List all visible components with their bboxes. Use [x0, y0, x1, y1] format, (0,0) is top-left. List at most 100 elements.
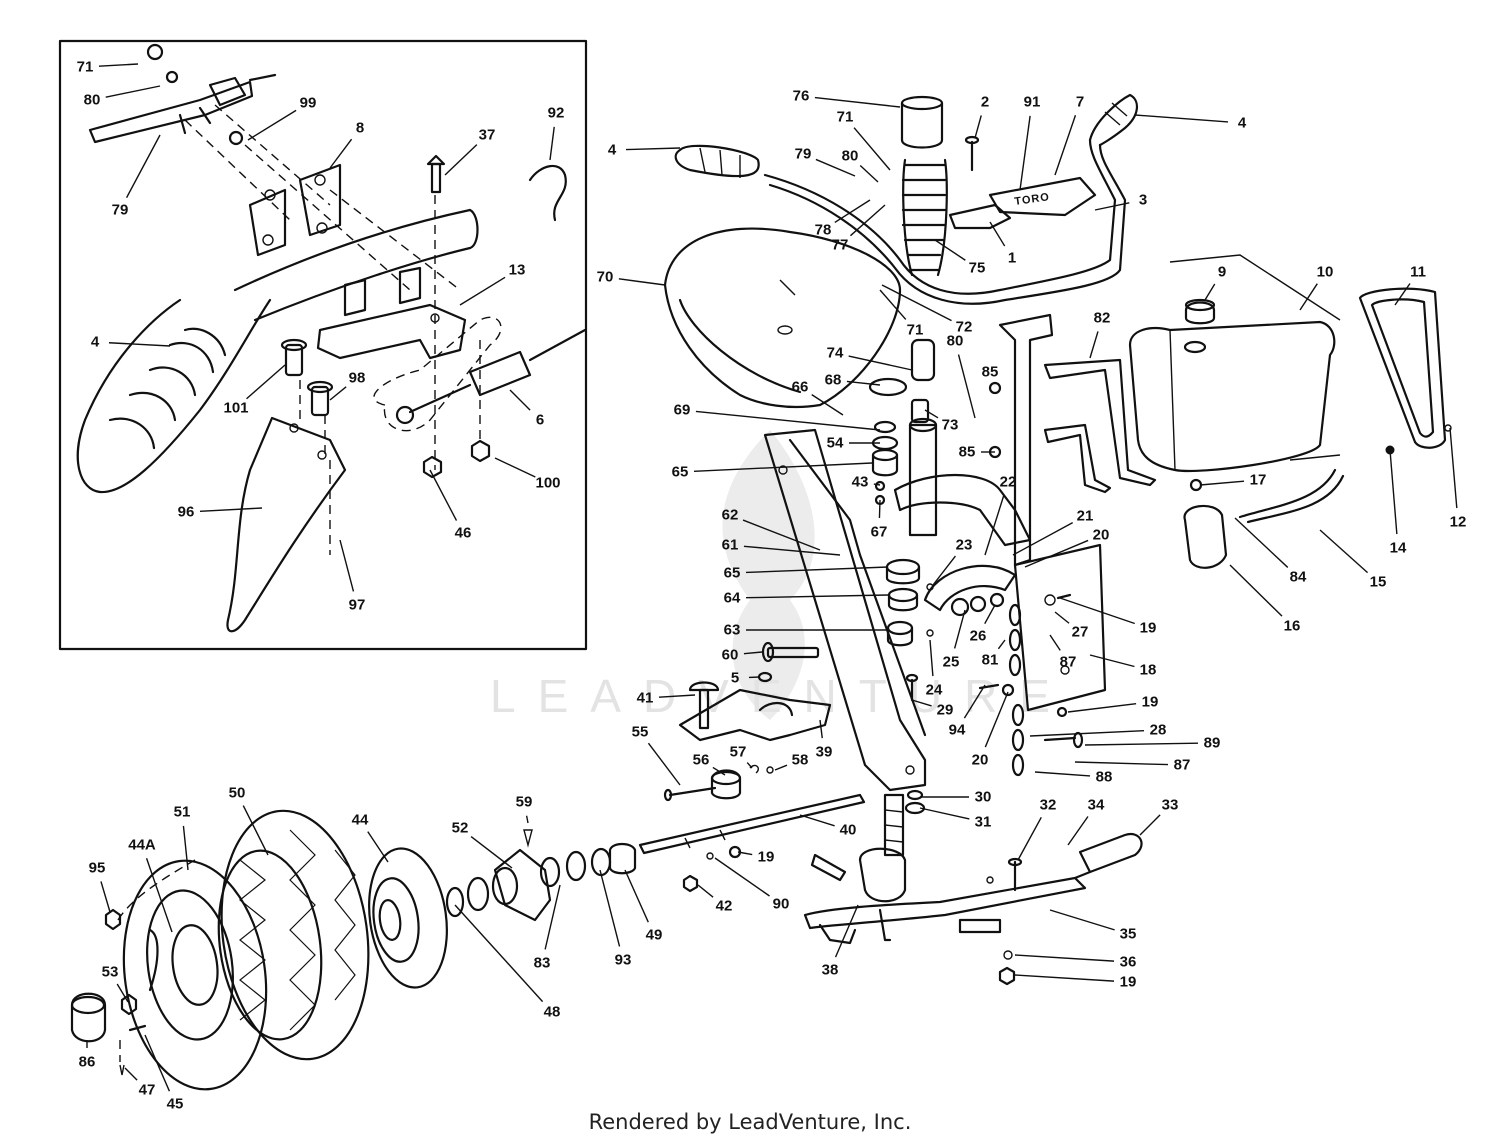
- bushings: [885, 558, 921, 647]
- callout-leader: [849, 204, 886, 237]
- callout-number: 4: [1238, 115, 1247, 132]
- callout-44: 44: [352, 812, 389, 863]
- callout-89: 89: [1084, 735, 1220, 752]
- callout-53: 53: [102, 964, 129, 1003]
- callout-number: 73: [942, 417, 959, 434]
- inset-tine: [226, 416, 347, 633]
- callout-number: 19: [1120, 974, 1137, 991]
- callout-leader: [745, 566, 889, 574]
- callout-leader: [953, 609, 966, 649]
- callout-leader: [924, 409, 939, 419]
- callout-60: 60: [722, 647, 763, 664]
- callout-21: 21: [1012, 508, 1093, 556]
- callout-49: 49: [624, 869, 662, 944]
- callout-30: 30: [920, 789, 991, 806]
- callout-number: 36: [1120, 954, 1137, 971]
- callout-number: 82: [1094, 310, 1111, 327]
- callout-leader: [934, 239, 966, 261]
- callout-leader: [182, 825, 189, 871]
- callout-number: 23: [956, 537, 973, 554]
- callout-number: 7: [1076, 94, 1084, 111]
- callout-19d: 19: [1014, 974, 1137, 991]
- callout-number: 44A: [128, 837, 156, 854]
- callout-number: 83: [534, 955, 551, 972]
- callout-4c: 4: [608, 142, 681, 159]
- callout-58: 58: [774, 752, 808, 771]
- callout-leader: [743, 651, 763, 655]
- callout-leader: [339, 539, 355, 592]
- decal-panels: TORO: [948, 176, 1097, 230]
- callout-number: 79: [112, 202, 129, 219]
- callout-leader: [1299, 283, 1318, 311]
- callout-number: 45: [167, 1096, 184, 1113]
- callout-leader: [1199, 480, 1245, 486]
- callout-100: 100: [494, 457, 561, 492]
- callout-72: 72: [881, 284, 972, 336]
- callout-51: 51: [174, 804, 191, 871]
- callout-80c: 80: [947, 333, 976, 419]
- callout-leader: [989, 221, 1006, 247]
- callout-leader: [624, 869, 649, 923]
- callout-19c: 19: [737, 849, 774, 866]
- callout-83: 83: [534, 884, 561, 972]
- callout-64: 64: [724, 590, 889, 607]
- inset-cable: [373, 316, 587, 432]
- callout-number: 87: [1174, 757, 1191, 774]
- callout-leader: [911, 699, 932, 707]
- callout-2: 2: [974, 94, 989, 139]
- callout-leader: [919, 807, 970, 820]
- callout-leader: [745, 594, 889, 599]
- callout-leader: [647, 742, 681, 786]
- callout-number: 10: [1317, 264, 1334, 281]
- callout-number: 28: [1150, 722, 1167, 739]
- callout-99: 99: [247, 95, 317, 141]
- callout-52: 52: [452, 820, 513, 869]
- callout-number: 76: [793, 88, 810, 105]
- callout-number: 4: [91, 334, 100, 351]
- callout-leader: [525, 815, 529, 824]
- callout-leader: [1054, 611, 1070, 624]
- callout-leader: [247, 109, 297, 141]
- callout-76: 76: [793, 88, 901, 108]
- callout-85b: 85: [959, 444, 995, 461]
- callout-leader: [199, 507, 263, 512]
- callout-number: 17: [1250, 472, 1267, 489]
- callout-20b: 20: [972, 691, 1009, 769]
- pivot-bolt: [761, 641, 820, 663]
- callout-94: 94: [949, 684, 986, 739]
- callout-number: 81: [982, 652, 999, 669]
- callout-leader: [1054, 115, 1077, 176]
- callout-29: 29: [911, 699, 953, 719]
- callout-leader: [145, 858, 173, 933]
- callout-number: 95: [89, 860, 106, 877]
- callout-13: 13: [459, 262, 525, 306]
- callout-number: 51: [174, 804, 191, 821]
- callout-number: 71: [837, 109, 854, 126]
- callout-leader: [697, 884, 714, 898]
- callout-4a: 4: [91, 334, 171, 351]
- callout-34: 34: [1067, 797, 1105, 846]
- callout-79b: 79: [795, 146, 856, 177]
- callout-number: 38: [822, 962, 839, 979]
- callout-57: 57: [730, 744, 753, 769]
- callout-65b: 65: [724, 565, 889, 582]
- callout-18: 18: [1089, 654, 1157, 679]
- callout-leader: [774, 764, 788, 771]
- inset-clamps: [248, 163, 342, 257]
- callout-32: 32: [1017, 797, 1056, 861]
- spacers: [950, 592, 1005, 617]
- callout-leader: [1017, 816, 1042, 861]
- callout-45: 45: [144, 1034, 184, 1113]
- inset-fasteners: [146, 43, 567, 222]
- callout-leader: [1012, 522, 1074, 556]
- callout-65a: 65: [672, 462, 873, 481]
- callout-37: 37: [444, 127, 495, 176]
- callout-leader: [599, 869, 621, 947]
- callout-number: 99: [300, 95, 317, 112]
- callout-35: 35: [1049, 909, 1136, 943]
- callout-number: 18: [1140, 662, 1157, 679]
- steering-fork: [893, 474, 1032, 612]
- callout-number: 80: [84, 92, 101, 109]
